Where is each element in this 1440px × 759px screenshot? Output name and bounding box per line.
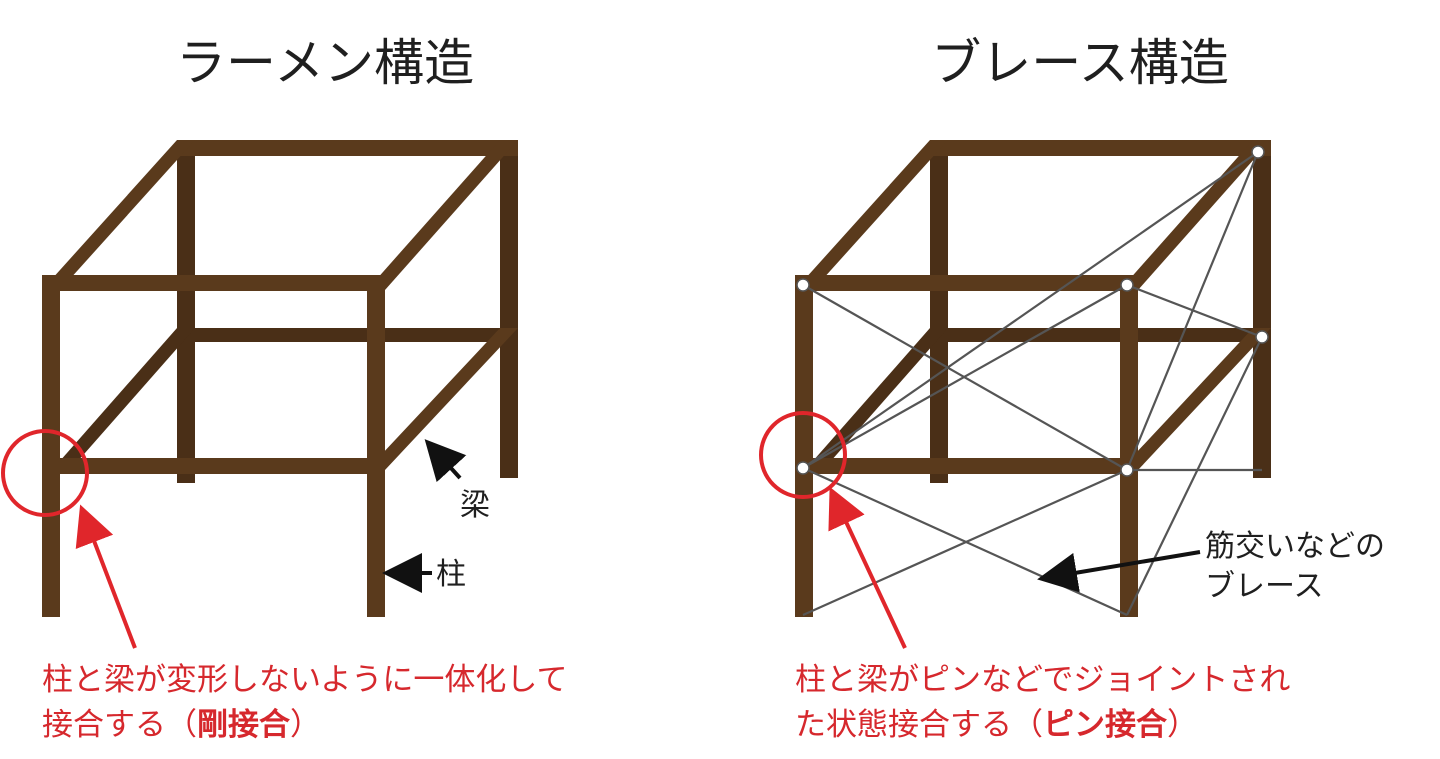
left-frame xyxy=(42,140,518,617)
brace-label-line2: ブレース xyxy=(1205,569,1324,604)
brace-arrow xyxy=(1037,550,1201,593)
column-label: 柱 xyxy=(436,557,466,592)
beam-arrow xyxy=(424,439,467,483)
right-caption-line2: た状態接合する（ピン接合） xyxy=(795,707,1198,743)
right-frame xyxy=(795,140,1271,617)
left-caption-arrow xyxy=(75,504,137,649)
brace-label-line1: 筋交いなどの xyxy=(1205,529,1385,564)
pin-joint-highlight xyxy=(759,411,847,499)
right-title: ブレース構造 xyxy=(931,34,1229,92)
pin-joints xyxy=(796,145,1269,477)
pin-joint-term: ピン接合 xyxy=(1043,707,1167,743)
right-caption-arrow xyxy=(828,486,907,649)
beam-label: 梁 xyxy=(460,488,490,523)
brace-lines xyxy=(802,151,1263,617)
right-caption-line1: 柱と梁がピンなどでジョイントされ xyxy=(795,662,1290,698)
left-title: ラーメン構造 xyxy=(176,34,474,92)
rigid-joint-term: 剛接合 xyxy=(197,707,290,743)
left-caption-line1: 柱と梁が変形しないように一体化して xyxy=(42,662,567,698)
rigid-joint-highlight xyxy=(1,429,89,517)
left-caption-line2: 接合する（剛接合） xyxy=(42,707,321,743)
